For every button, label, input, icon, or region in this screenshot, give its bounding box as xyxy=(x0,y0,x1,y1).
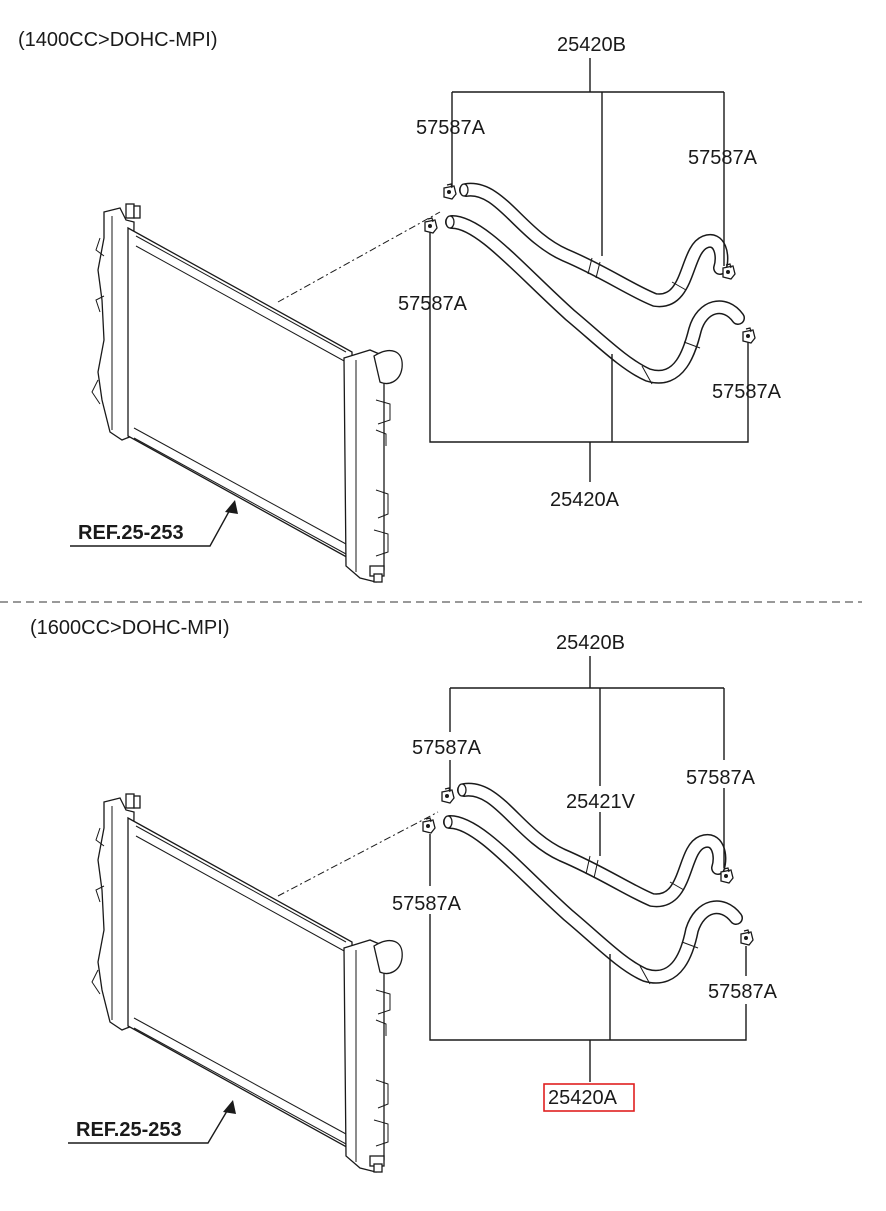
connection-line xyxy=(277,811,439,897)
upper-hose-icon[interactable] xyxy=(459,182,729,308)
clamp-icon[interactable] xyxy=(424,217,438,234)
clamp-icon[interactable] xyxy=(441,787,455,804)
part-label-25420a[interactable]: 25420A xyxy=(548,1087,618,1109)
clamp-icon[interactable] xyxy=(443,183,457,200)
part-label-57587a[interactable]: 57587A xyxy=(416,117,486,139)
section-1600cc: (1600CC>DOHC-MPI) xyxy=(30,617,778,1173)
part-label-57587a[interactable]: 57587A xyxy=(708,981,778,1003)
lower-hose-icon[interactable] xyxy=(445,215,745,385)
arrow-icon xyxy=(225,500,238,514)
arrow-icon xyxy=(223,1100,236,1114)
part-label-25421v[interactable]: 25421V xyxy=(566,791,636,813)
reference-label[interactable]: REF.25-253 xyxy=(78,522,184,544)
highlighted-part[interactable]: 25420A xyxy=(543,1083,635,1112)
part-label-57587a[interactable]: 57587A xyxy=(392,893,462,915)
part-label-57587a[interactable]: 57587A xyxy=(398,293,468,315)
radiator-icon xyxy=(91,793,403,1173)
part-label-57587a[interactable]: 57587A xyxy=(712,381,782,403)
section-1400cc: (1400CC>DOHC-MPI) xyxy=(18,29,782,583)
upper-hose-icon[interactable] xyxy=(457,782,727,908)
connection-line xyxy=(277,211,441,303)
part-label-57587a[interactable]: 57587A xyxy=(688,147,758,169)
lower-hose-icon[interactable] xyxy=(443,815,743,985)
leader-lines xyxy=(429,58,749,482)
part-label-25420b[interactable]: 25420B xyxy=(556,632,625,654)
part-label-25420a[interactable]: 25420A xyxy=(550,489,620,511)
clamp-icon[interactable] xyxy=(422,817,436,834)
part-label-57587a[interactable]: 57587A xyxy=(686,767,756,789)
highlight-box xyxy=(543,1083,635,1112)
leader-lines xyxy=(429,656,747,1082)
part-label-57587a[interactable]: 57587A xyxy=(412,737,482,759)
reference-link[interactable]: REF.25-253 xyxy=(70,500,238,547)
part-label-25420b[interactable]: 25420B xyxy=(557,34,626,56)
clamp-icon[interactable] xyxy=(742,327,756,344)
reference-label[interactable]: REF.25-253 xyxy=(76,1119,182,1141)
reference-link[interactable]: REF.25-253 xyxy=(68,1100,236,1144)
clamp-icon[interactable] xyxy=(740,929,754,946)
engine-title: (1400CC>DOHC-MPI) xyxy=(18,29,217,51)
engine-title: (1600CC>DOHC-MPI) xyxy=(30,617,229,639)
